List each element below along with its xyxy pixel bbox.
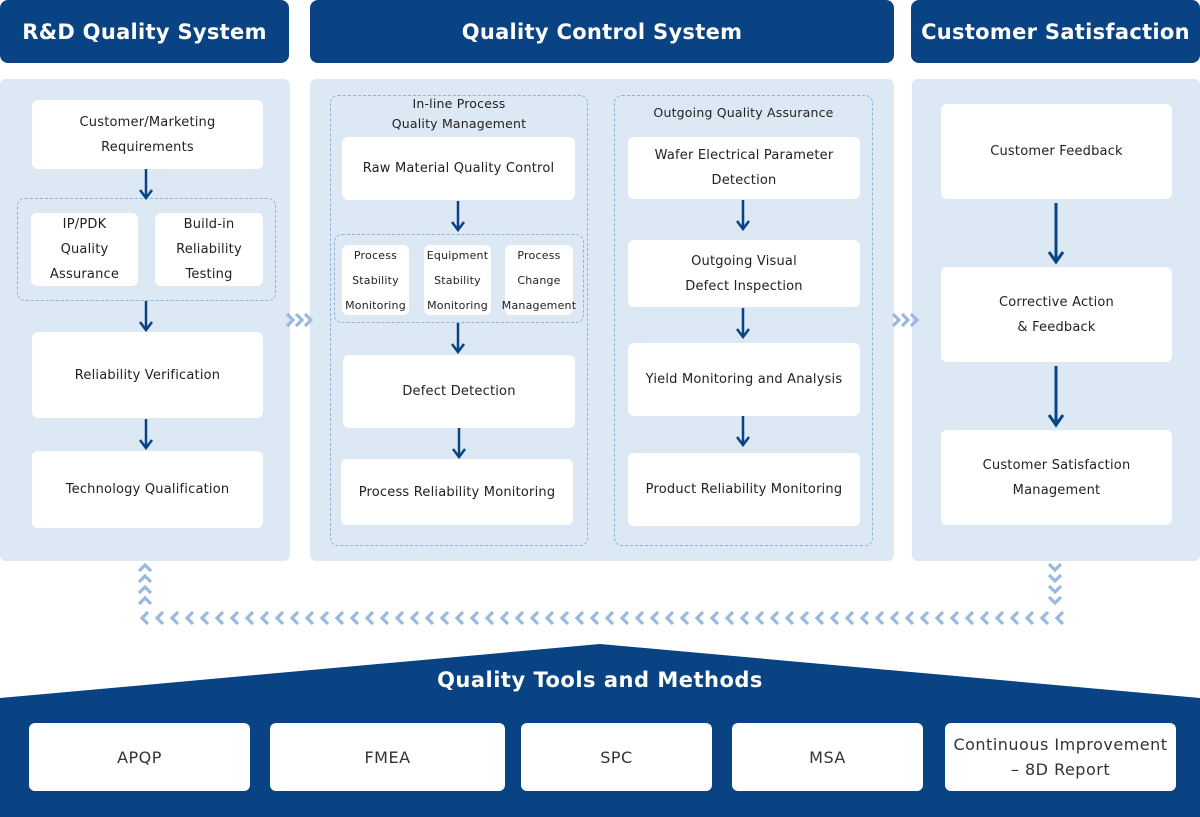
chevron-left-icon xyxy=(815,610,825,626)
chevron-left-icon xyxy=(515,610,525,626)
chevron-left-icon xyxy=(215,610,225,626)
chevron-left-icon xyxy=(800,610,810,626)
tool-fmea: FMEA xyxy=(270,723,505,791)
chevron-left-icon xyxy=(770,610,780,626)
chevron-left-icon xyxy=(455,610,465,626)
defect-detection-box: Defect Detection xyxy=(343,355,575,428)
chevron-left-icon xyxy=(980,610,990,626)
chevron-left-icon xyxy=(785,610,795,626)
chevron-left-icon xyxy=(200,610,210,626)
chevron-left-icon xyxy=(275,610,285,626)
chevron-right-icon xyxy=(285,312,313,328)
tool-apqp: APQP xyxy=(29,723,250,791)
feedback-chevron-row xyxy=(140,610,1065,626)
chevron-left-icon xyxy=(890,610,900,626)
chevron-left-icon xyxy=(320,610,330,626)
chevron-left-icon xyxy=(590,610,600,626)
rd-quality-system-header: R&D Quality System xyxy=(0,0,289,63)
chevron-left-icon xyxy=(725,610,735,626)
tool-msa: MSA xyxy=(732,723,923,791)
chevron-left-icon xyxy=(995,610,1005,626)
chevron-up-icon xyxy=(137,563,153,606)
wafer-electrical-parameter-detection-box: Wafer Electrical Parameter Detection xyxy=(628,137,860,199)
chevron-left-icon xyxy=(935,610,945,626)
inline-process-title: In-line Process Quality Management xyxy=(391,96,527,131)
chevron-left-icon xyxy=(290,610,300,626)
technology-qualification-box: Technology Qualification xyxy=(32,451,263,528)
chevron-left-icon xyxy=(950,610,960,626)
product-reliability-monitoring-box: Product Reliability Monitoring xyxy=(628,453,860,526)
customer-satisfaction-management-box: Customer Satisfaction Management xyxy=(941,430,1172,525)
chevron-left-icon xyxy=(530,610,540,626)
ip-pdk-quality-assurance-box: IP/PDK Quality Assurance xyxy=(31,213,138,286)
yield-monitoring-analysis-box: Yield Monitoring and Analysis xyxy=(628,343,860,416)
chevron-left-icon xyxy=(335,610,345,626)
chevron-left-icon xyxy=(635,610,645,626)
chevron-left-icon xyxy=(410,610,420,626)
customer-marketing-requirements-box: Customer/Marketing Requirements xyxy=(32,100,263,169)
chevron-left-icon xyxy=(1010,610,1020,626)
process-change-management-box: Process Change Management xyxy=(502,245,576,315)
raw-material-quality-control-box: Raw Material Quality Control xyxy=(342,137,575,200)
inline-process-group xyxy=(330,95,588,546)
outgoing-visual-defect-inspection-box: Outgoing Visual Defect Inspection xyxy=(628,240,860,307)
chevron-left-icon xyxy=(485,610,495,626)
chevron-left-icon xyxy=(440,610,450,626)
chevron-left-icon xyxy=(665,610,675,626)
chevron-left-icon xyxy=(350,610,360,626)
corrective-action-feedback-box: Corrective Action & Feedback xyxy=(941,267,1172,362)
chevron-left-icon xyxy=(605,610,615,626)
chevron-left-icon xyxy=(845,610,855,626)
chevron-left-icon xyxy=(245,610,255,626)
chevron-left-icon xyxy=(500,610,510,626)
chevron-left-icon xyxy=(740,610,750,626)
chevron-left-icon xyxy=(965,610,975,626)
chevron-left-icon xyxy=(140,610,150,626)
chevron-left-icon xyxy=(830,610,840,626)
chevron-left-icon xyxy=(545,610,555,626)
chevron-left-icon xyxy=(905,610,915,626)
chevron-left-icon xyxy=(305,610,315,626)
chevron-left-icon xyxy=(380,610,390,626)
chevron-left-icon xyxy=(755,610,765,626)
tool-continuous-improvement: Continuous Improvement – 8D Report xyxy=(945,723,1176,791)
chevron-left-icon xyxy=(170,610,180,626)
chevron-down-icon xyxy=(1047,562,1063,605)
chevron-left-icon xyxy=(230,610,240,626)
chevron-left-icon xyxy=(1025,610,1035,626)
chevron-left-icon xyxy=(1055,610,1065,626)
outgoing-quality-group xyxy=(614,95,873,546)
chevron-left-icon xyxy=(680,610,690,626)
chevron-left-icon xyxy=(185,610,195,626)
quality-tools-title: Quality Tools and Methods xyxy=(437,668,763,692)
chevron-left-icon xyxy=(920,610,930,626)
chevron-left-icon xyxy=(260,610,270,626)
build-in-reliability-testing-box: Build-in Reliability Testing xyxy=(155,213,263,286)
quality-control-system-header: Quality Control System xyxy=(310,0,894,63)
equipment-stability-monitoring-box: Equipment Stability Monitoring xyxy=(424,245,491,315)
process-stability-monitoring-box: Process Stability Monitoring xyxy=(342,245,409,315)
chevron-left-icon xyxy=(650,610,660,626)
chevron-left-icon xyxy=(695,610,705,626)
outgoing-quality-title: Outgoing Quality Assurance xyxy=(653,105,834,120)
customer-satisfaction-header: Customer Satisfaction xyxy=(911,0,1200,63)
chevron-left-icon xyxy=(620,610,630,626)
chevron-left-icon xyxy=(395,610,405,626)
chevron-left-icon xyxy=(425,610,435,626)
chevron-left-icon xyxy=(875,610,885,626)
chevron-left-icon xyxy=(155,610,165,626)
chevron-left-icon xyxy=(560,610,570,626)
reliability-verification-box: Reliability Verification xyxy=(32,332,263,418)
chevron-left-icon xyxy=(470,610,480,626)
chevron-left-icon xyxy=(710,610,720,626)
customer-feedback-box: Customer Feedback xyxy=(941,104,1172,199)
process-reliability-monitoring-box: Process Reliability Monitoring xyxy=(341,459,573,525)
chevron-left-icon xyxy=(860,610,870,626)
chevron-left-icon xyxy=(365,610,375,626)
tool-spc: SPC xyxy=(521,723,712,791)
chevron-left-icon xyxy=(1040,610,1050,626)
chevron-left-icon xyxy=(575,610,585,626)
